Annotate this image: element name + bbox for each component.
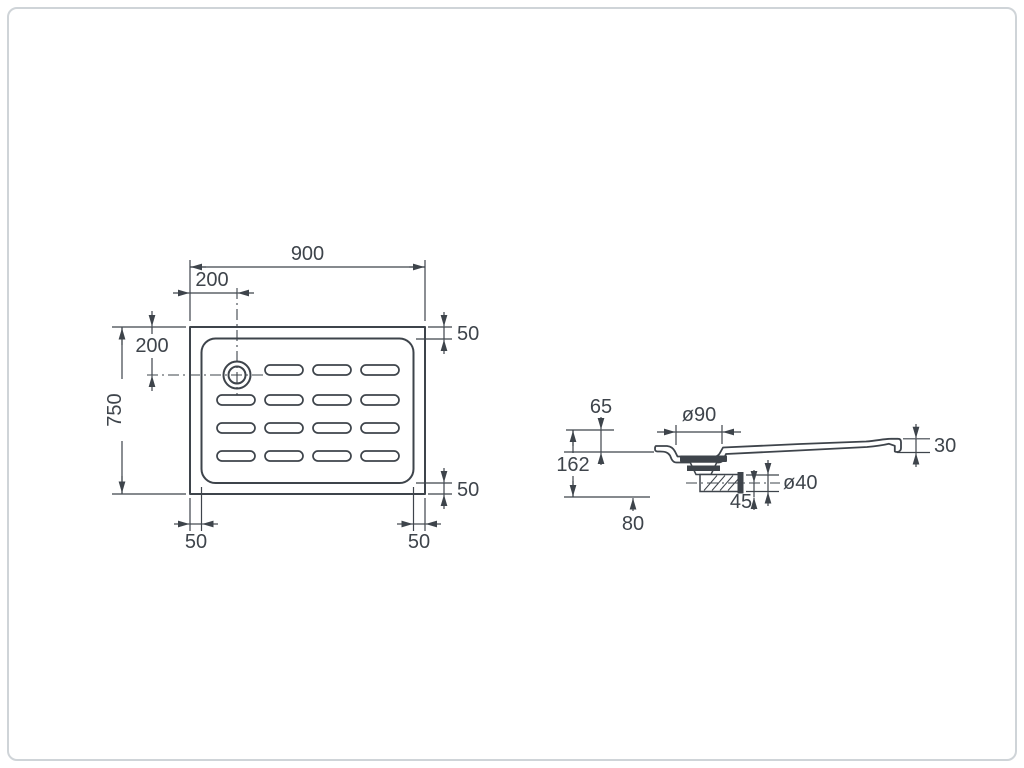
dim-label-80: 80 [622, 513, 644, 535]
anti-slip-slots [216, 364, 400, 462]
dim-drain-offset-y: 200 [112, 311, 186, 391]
section-view: 65 ø90 30 [550, 396, 956, 535]
dim-label-750: 750 [104, 393, 126, 426]
plan-view: 900 200 200 [100, 243, 479, 553]
pipe-end-cap [737, 472, 744, 494]
dim-label-50-bottom-right-side: 50 [408, 531, 430, 553]
dim-label-65: 65 [590, 396, 612, 418]
dim-label-50-bottom-left-side: 50 [185, 531, 207, 553]
drain-flange [680, 455, 727, 462]
dim-clearance: 80 [622, 498, 644, 535]
dim-drain-offset-x: 200 [173, 269, 254, 297]
dim-overall-width: 900 [189, 243, 426, 321]
dim-label-900: 900 [291, 243, 324, 265]
drain [222, 360, 252, 390]
dim-edge-height: 30 [897, 424, 956, 467]
tray-floor-edge [200, 337, 415, 484]
dim-label-50-bottom-right: 50 [457, 479, 479, 501]
dim-label-o40: ø40 [783, 472, 817, 494]
dim-total-height: 162 [550, 430, 596, 497]
dim-label-45: 45 [730, 491, 752, 513]
dim-side-rim-left: 50 [174, 487, 218, 553]
dim-waste-pipe-diameter: ø40 [746, 460, 817, 506]
tray-outer-edge [189, 326, 426, 495]
dim-label-200-horizontal: 200 [195, 269, 228, 291]
dim-rim-bottom-right: 50 [416, 468, 479, 509]
waste-trap [680, 455, 780, 494]
dim-outlet-height: 45 [730, 470, 758, 513]
dim-side-rim-right: 50 [397, 487, 441, 553]
dim-drain-recess-diameter: ø90 [657, 404, 741, 445]
dim-label-50-top-right: 50 [457, 323, 479, 345]
dim-label-200-vertical: 200 [135, 335, 168, 357]
dim-basin-depth: 65 [590, 396, 612, 465]
dim-overall-depth: 750 [100, 327, 186, 495]
dim-label-30: 30 [934, 435, 956, 457]
trap-locknut [687, 465, 720, 471]
dim-label-o90: ø90 [682, 404, 716, 426]
dim-label-162: 162 [556, 454, 589, 476]
dim-rim-top-right: 50 [416, 312, 479, 354]
